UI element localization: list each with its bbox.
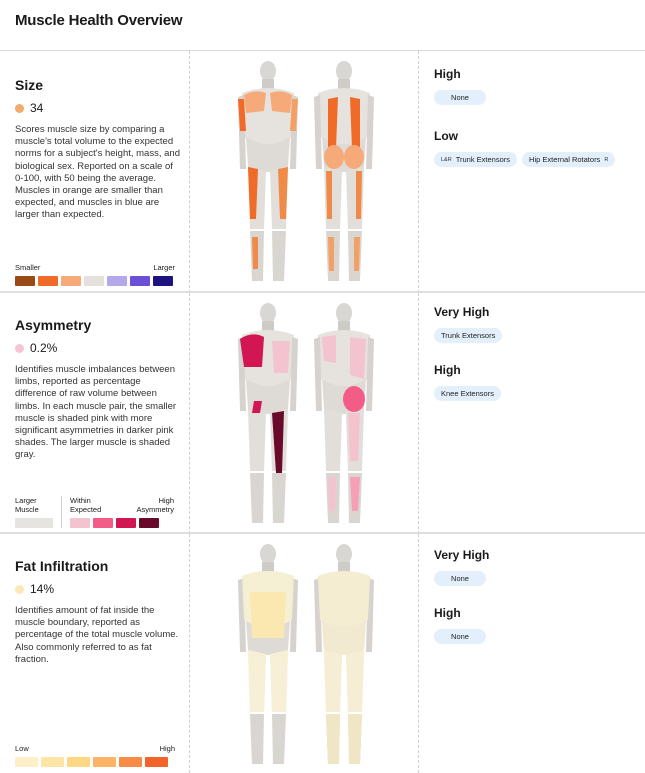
- result-chips: None: [434, 629, 634, 644]
- result-chips: L&R Trunk Extensors Hip External Rotator…: [434, 152, 634, 167]
- legend-swatch: [15, 276, 35, 286]
- chip-label: Hip External Rotators: [529, 155, 601, 164]
- fat-legend: Low High: [15, 744, 175, 767]
- score-dot: [15, 584, 24, 594]
- legend-swatch: [15, 757, 38, 767]
- muscle-chip[interactable]: None: [434, 629, 486, 644]
- section-divider: [0, 291, 645, 293]
- legend-high-label: High Asymmetry: [136, 496, 175, 514]
- result-level: Low: [434, 129, 458, 143]
- column-divider: [418, 51, 419, 293]
- section-title: Fat Infiltration: [15, 558, 109, 574]
- result-level: Very High: [434, 548, 490, 562]
- legend-high-label: Larger: [153, 263, 175, 272]
- legend-swatch: [145, 757, 168, 767]
- result-chips: Knee Extensors: [434, 386, 634, 401]
- legend-swatch: [41, 757, 64, 767]
- result-level: Very High: [434, 305, 490, 319]
- chip-label: None: [451, 632, 469, 641]
- legend-swatch: [139, 518, 159, 528]
- legend-swatch: [107, 276, 127, 286]
- size-score: 34: [15, 101, 180, 115]
- fat-info: Fat Infiltration 14% Identifies amount o…: [15, 534, 180, 666]
- size-section: Size 34 Scores muscle size by comparing …: [0, 51, 645, 293]
- side-tag: R: [604, 156, 609, 163]
- legend-larger-label: Larger Muscle: [15, 496, 39, 514]
- score-dot: [15, 103, 24, 113]
- legend-swatch: [38, 276, 58, 286]
- result-chips: Trunk Extensors: [434, 328, 634, 343]
- result-chips: None: [434, 571, 634, 586]
- page-title: Muscle Health Overview: [15, 12, 183, 29]
- fat-results: Very High None High None: [434, 548, 634, 644]
- column-divider: [189, 293, 190, 534]
- column-divider: [418, 534, 419, 773]
- asymmetry-info: Asymmetry 0.2% Identifies muscle imbalan…: [15, 293, 180, 462]
- muscle-chip[interactable]: None: [434, 90, 486, 105]
- score-value: 34: [30, 101, 44, 115]
- column-divider: [189, 51, 190, 293]
- chip-label: Trunk Extensors: [441, 331, 496, 340]
- size-info: Size 34 Scores muscle size by comparing …: [15, 51, 180, 222]
- section-description: Scores muscle size by comparing a muscle…: [15, 124, 180, 221]
- legend-swatch: [61, 276, 81, 286]
- legend-high-label: High: [159, 744, 175, 753]
- legend-swatch: [15, 518, 53, 528]
- legend-swatch: [153, 276, 173, 286]
- size-legend: Smaller Larger: [15, 263, 176, 286]
- legend-swatch: [116, 518, 136, 528]
- result-level: High: [434, 606, 461, 620]
- chip-label: Knee Extensors: [441, 389, 494, 398]
- legend-swatch: [130, 276, 150, 286]
- legend-swatch: [67, 757, 90, 767]
- fat-score: 14%: [15, 582, 180, 596]
- muscle-chip[interactable]: Hip External Rotators R: [522, 152, 616, 167]
- section-title: Size: [15, 77, 44, 93]
- result-chips: None: [434, 90, 634, 105]
- asymmetry-legend: Larger Muscle Within Expected High Asymm…: [15, 496, 174, 528]
- asymmetry-score: 0.2%: [15, 341, 180, 355]
- result-level: High: [434, 363, 461, 377]
- section-title: Asymmetry: [15, 317, 92, 333]
- muscle-chip[interactable]: L&R Trunk Extensors: [434, 152, 518, 167]
- asymmetry-results: Very High Trunk Extensors High Knee Exte…: [434, 305, 634, 401]
- legend-within-label: Within Expected: [70, 496, 102, 514]
- legend-swatch: [70, 518, 90, 528]
- legend-swatch: [119, 757, 142, 767]
- section-description: Identifies amount of fat inside the musc…: [15, 605, 179, 665]
- fat-body-figures: [238, 544, 374, 764]
- legend-low-label: Low: [15, 744, 29, 753]
- legend-low-label: Smaller: [15, 263, 41, 272]
- size-results: High None Low L&R Trunk Extensors Hip Ex…: [434, 67, 634, 167]
- asymmetry-body-figures: [238, 303, 374, 523]
- section-divider: [0, 532, 645, 534]
- muscle-chip[interactable]: Trunk Extensors: [434, 328, 503, 343]
- fat-infiltration-section: Fat Infiltration 14% Identifies amount o…: [0, 534, 645, 773]
- chip-label: None: [451, 93, 469, 102]
- score-dot: [15, 343, 24, 353]
- title-divider: [0, 50, 645, 51]
- section-description: Identifies muscle imbalances between lim…: [15, 364, 177, 461]
- column-divider: [418, 293, 419, 534]
- muscle-chip[interactable]: None: [434, 571, 486, 586]
- column-divider: [189, 534, 190, 773]
- score-value: 0.2%: [30, 341, 58, 355]
- muscle-chip[interactable]: Knee Extensors: [434, 386, 501, 401]
- asymmetry-section: Asymmetry 0.2% Identifies muscle imbalan…: [0, 293, 645, 534]
- legend-swatch: [93, 757, 116, 767]
- chip-label: None: [451, 574, 469, 583]
- size-body-figures: [238, 61, 374, 281]
- chip-label: Trunk Extensors: [455, 155, 511, 164]
- result-level: High: [434, 67, 461, 81]
- side-tag: L&R: [441, 156, 452, 163]
- legend-swatch: [93, 518, 113, 528]
- score-value: 14%: [30, 582, 55, 596]
- legend-swatch: [84, 276, 104, 286]
